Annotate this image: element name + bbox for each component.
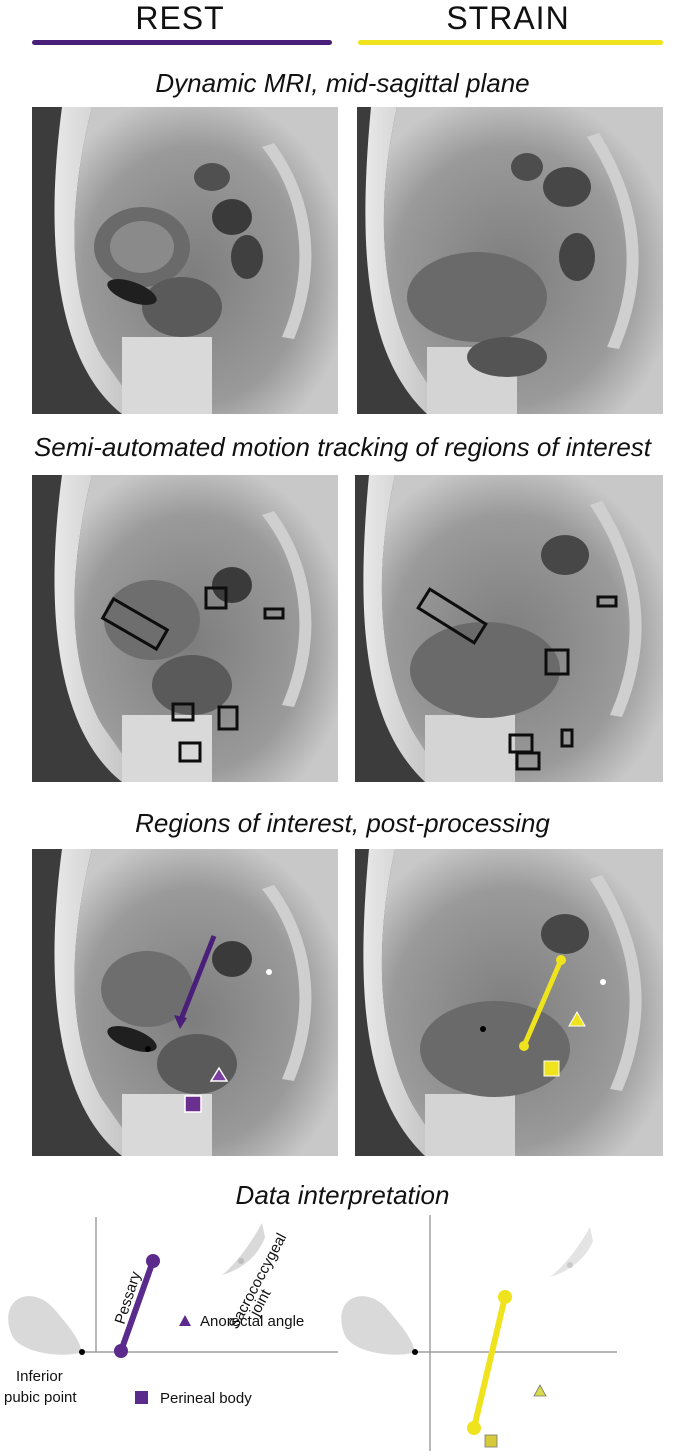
perineal-marker-strain (484, 1434, 498, 1448)
anorectal-angle-marker-strain (568, 1010, 586, 1027)
anorectal-marker-strain (533, 1384, 547, 1397)
anorectal-angle-marker-rest (209, 1066, 229, 1082)
roi-box-1 (544, 648, 570, 676)
roi-box-5 (178, 741, 202, 763)
inferior-label-line1: Inferior (16, 1368, 63, 1385)
strain-color-bar (358, 40, 663, 45)
roi-box-4 (560, 728, 574, 748)
roi-box-pessary (416, 587, 488, 645)
interpretation-diagram: Pessary Sacrococcygeal joint Anorectal a… (0, 1215, 685, 1451)
post-rest-panel (32, 849, 338, 1156)
mri-strain-panel (357, 107, 663, 414)
roi-box-3 (171, 702, 195, 722)
section-title-post: Regions of interest, post-processing (135, 808, 550, 838)
sacrococcygeal-marker (266, 969, 272, 975)
inferior-pubic-point-dot (79, 1349, 85, 1355)
inferior-pubic-point-marker (480, 1026, 486, 1032)
pessary-line-diagram-strain (471, 1294, 508, 1431)
tracking-rest-panel (32, 475, 338, 782)
post-strain-panel (355, 849, 663, 1156)
perineal-legend-square (135, 1391, 148, 1404)
roi-box-2 (596, 595, 618, 608)
perineal-label: Perineal body (160, 1390, 252, 1407)
perineal-body-marker-rest (184, 1095, 202, 1113)
rest-color-bar (32, 40, 332, 45)
pessary-line-diagram-rest (118, 1258, 156, 1354)
section-title-mri: Dynamic MRI, mid-sagittal plane (155, 68, 530, 98)
pubic-bone-shape-strain (341, 1296, 415, 1355)
section-title-interp: Data interpretation (235, 1180, 450, 1210)
roi-box-4 (217, 705, 239, 731)
roi-box-pessary (100, 596, 170, 652)
section-title-tracking: Semi-automated motion tracking of region… (33, 432, 652, 462)
inferior-pubic-point-marker (145, 1046, 151, 1052)
pessary-line-strain (521, 959, 564, 1047)
sacrococcygeal-marker (600, 979, 606, 985)
strain-header: STRAIN (446, 0, 570, 36)
roi-box-2 (263, 607, 285, 620)
pubic-bone-shape-rest (8, 1296, 83, 1355)
pessary-line-rest (177, 935, 217, 1023)
sacrococcygeal-shape-rest (222, 1223, 265, 1275)
anorectal-label: Anorectal angle (200, 1313, 304, 1330)
tracking-strain-panel (355, 475, 663, 782)
roi-box-5 (515, 751, 541, 771)
mri-rest-panel (32, 107, 338, 414)
sacrococcygeal-shape-strain (550, 1227, 593, 1277)
anorectal-legend-triangle (179, 1315, 191, 1326)
roi-box-1 (204, 586, 228, 610)
perineal-body-marker-strain (543, 1060, 560, 1077)
inferior-label-line2: pubic point (4, 1389, 77, 1406)
rest-header: REST (135, 0, 225, 36)
